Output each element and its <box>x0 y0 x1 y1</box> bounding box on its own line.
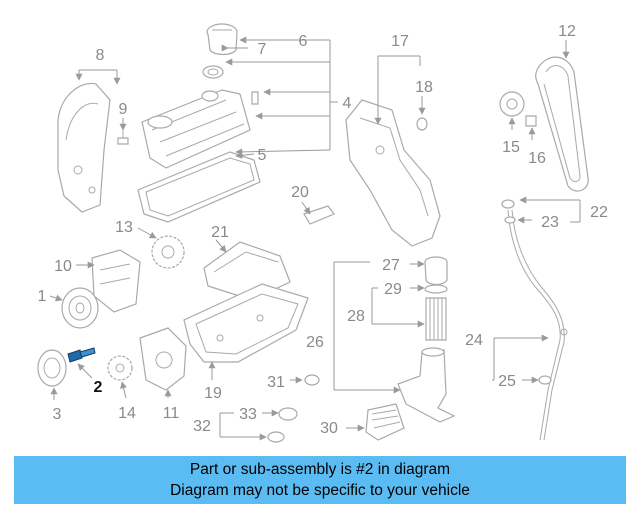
banner-line-disclaimer: Diagram may not be specific to your vehi… <box>170 482 470 499</box>
seal-32-drawing <box>267 431 285 443</box>
valve-cover-gasket-drawing <box>137 151 261 223</box>
callout-12: 12 <box>558 23 576 40</box>
callout-11: 11 <box>163 405 180 422</box>
sensor-20-drawing <box>303 205 335 225</box>
callout-29: 29 <box>384 281 402 298</box>
callout-21: 21 <box>211 224 229 241</box>
callout-10: 10 <box>54 258 72 275</box>
timing-cover-upper-drawing <box>57 82 111 213</box>
callout-28: 28 <box>347 308 365 325</box>
timing-cover-lower-drawing <box>91 249 141 313</box>
callout-20: 20 <box>291 184 309 201</box>
callout-labels: 8 9 6 7 4 5 17 18 12 15 16 20 22 23 13 2… <box>38 23 608 437</box>
callout-25: 25 <box>498 373 516 390</box>
callout-24: 24 <box>465 332 483 349</box>
callout-9: 9 <box>119 101 128 118</box>
callout-16: 16 <box>528 150 546 167</box>
callout-22: 22 <box>590 204 608 221</box>
timing-belt-drawing <box>535 56 589 192</box>
callout-8: 8 <box>96 47 105 64</box>
o-ring-18-drawing <box>416 117 428 131</box>
crank-pulley-drawing <box>61 287 99 329</box>
callout-7: 7 <box>258 41 267 58</box>
screw-9-drawing <box>117 130 129 145</box>
camshaft-sprocket-drawing <box>151 235 185 269</box>
crank-seal-drawing <box>37 349 67 387</box>
callout-18: 18 <box>415 79 433 96</box>
dipstick-drawing <box>501 199 568 441</box>
oil-filter-housing-drawing <box>397 347 456 423</box>
callout-19: 19 <box>204 385 222 402</box>
valve-cover-drawing <box>141 89 259 169</box>
parts-diagram: 8 9 6 7 4 5 17 18 12 15 16 20 22 23 13 2… <box>37 23 608 443</box>
callout-6: 6 <box>299 33 308 50</box>
callout-15: 15 <box>502 139 520 156</box>
callout-2: 2 <box>94 379 103 396</box>
oil-cooler-drawing <box>365 403 405 441</box>
tensioner-pulley-drawing <box>499 91 537 127</box>
callout-27: 27 <box>382 257 400 274</box>
oil-pan-drawing <box>183 283 309 363</box>
callout-26: 26 <box>306 334 324 351</box>
leader-lines <box>49 36 581 441</box>
oil-pump-drawing <box>139 327 187 391</box>
o-ring-31-drawing <box>304 374 320 386</box>
callout-4: 4 <box>343 95 352 112</box>
seal-33-drawing <box>278 407 298 421</box>
callout-5: 5 <box>258 147 267 164</box>
callout-17: 17 <box>391 33 409 50</box>
callout-3: 3 <box>53 406 62 423</box>
oil-filter-parts-drawing <box>424 256 448 341</box>
bolt-2-drawing <box>67 347 96 363</box>
callout-23: 23 <box>541 214 559 231</box>
callout-30: 30 <box>320 420 338 437</box>
banner-line-part: Part or sub-assembly is #2 in diagram <box>189 461 451 478</box>
callout-33: 33 <box>239 406 257 423</box>
callout-1: 1 <box>38 288 47 305</box>
callout-31: 31 <box>267 374 285 391</box>
callout-13: 13 <box>115 219 133 236</box>
callout-14: 14 <box>118 405 136 422</box>
oil-filler-cap-drawing <box>202 23 238 79</box>
callout-32: 32 <box>193 418 211 435</box>
crank-sprocket-drawing <box>107 355 133 381</box>
part-info-banner: Part or sub-assembly is #2 in diagram Di… <box>14 456 626 504</box>
